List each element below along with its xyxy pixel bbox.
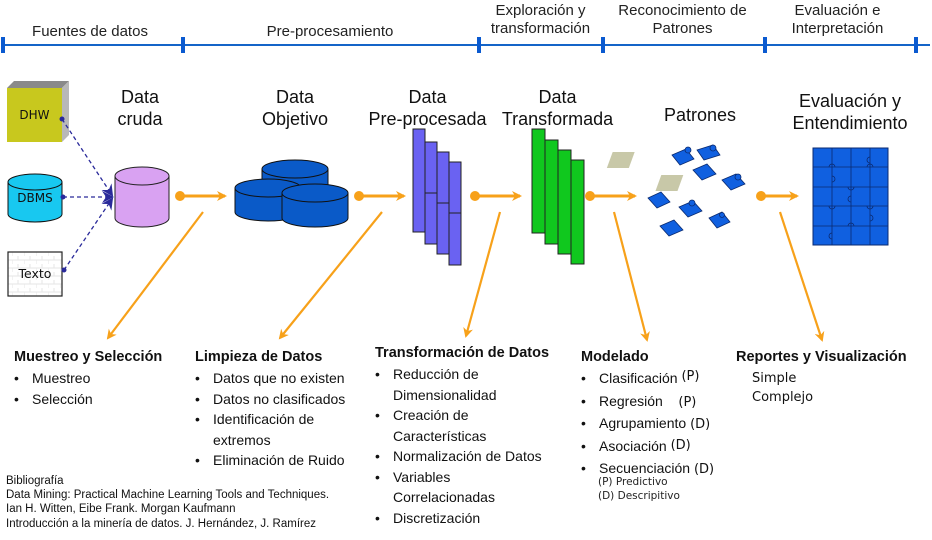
list-item: Regresión (P) bbox=[581, 391, 731, 414]
list-item: Clasificación (P) bbox=[581, 368, 731, 391]
sampling-title: Muestreo y Selección bbox=[14, 349, 163, 365]
transformed-data-stack-icon bbox=[531, 128, 585, 265]
patterns-puzzle-pieces-icon bbox=[606, 144, 746, 237]
modeling-legend: (P) Predictivo (D) Descripitivo bbox=[598, 475, 680, 503]
step-arrow bbox=[278, 211, 383, 340]
stage-title-line: Transformada bbox=[501, 109, 614, 129]
stage-title-patterns: Patrones bbox=[650, 104, 750, 126]
stage-title-transformed: Data Transformada bbox=[500, 86, 615, 130]
list-item: Identificación de extremos bbox=[195, 409, 333, 450]
technique-tag: (D) bbox=[693, 462, 715, 477]
list-item: Secuenciación (D) bbox=[581, 458, 731, 481]
target-data-cylinders-icon bbox=[234, 159, 349, 228]
bibliography-line: Ian H. Witten, Eibe Frank. Morgan Kaufma… bbox=[6, 503, 236, 516]
phase-label: Exploración y transformación bbox=[490, 2, 591, 37]
modeling-title: Modelado bbox=[581, 349, 649, 365]
source-label-dbms: DBMS bbox=[17, 191, 53, 205]
phase-label: Reconocimiento de Patrones bbox=[618, 2, 747, 37]
reports-list: Simple Complejo bbox=[752, 369, 813, 407]
phase-label: Pre-procesamiento bbox=[266, 23, 394, 40]
dbms-cylinder-icon bbox=[7, 173, 63, 223]
list-item: Normalización de Datos bbox=[375, 446, 545, 467]
step-arrow bbox=[463, 211, 502, 338]
bibliography-line: Data Mining: Practical Machine Learning … bbox=[6, 489, 330, 502]
step-arrow bbox=[612, 211, 650, 342]
cleaning-title: Limpieza de Datos bbox=[195, 349, 323, 365]
timeline-tick bbox=[601, 37, 605, 53]
list-item: Muestreo bbox=[14, 368, 93, 389]
list-item: Reducción de Dimensionalidad bbox=[375, 364, 503, 405]
stage-title-line: cruda bbox=[117, 109, 163, 129]
list-item: Variables Correlacionadas bbox=[375, 467, 503, 508]
bibliography: Bibliografía Data Mining: Practical Mach… bbox=[6, 474, 329, 531]
technique-tag: (P) bbox=[681, 369, 700, 384]
legend-item: (D) Descripitivo bbox=[598, 490, 680, 502]
stage-title-preprocessed: Data Pre-procesada bbox=[365, 86, 490, 130]
evaluation-jigsaw-icon bbox=[812, 147, 889, 246]
preprocessed-data-stack-icon bbox=[412, 128, 462, 266]
stage-title-raw: Data cruda bbox=[100, 86, 180, 130]
stage-title-line: Pre-procesada bbox=[368, 109, 487, 129]
stage-title-evaluation: Evaluación y Entendimiento bbox=[780, 90, 920, 134]
technique-label: Asociación bbox=[599, 437, 667, 454]
stage-title-line: Patrones bbox=[663, 105, 737, 125]
bibliography-title: Bibliografía bbox=[6, 475, 64, 487]
source-label-texto: Texto bbox=[18, 266, 52, 281]
list-item: Eliminación de Ruido bbox=[195, 450, 360, 471]
transformation-list: Reducción de Dimensionalidad Creación de… bbox=[375, 364, 545, 528]
timeline-tick bbox=[477, 37, 481, 53]
phase-label: Fuentes de datos bbox=[32, 23, 148, 40]
list-item: Simple bbox=[752, 371, 797, 386]
raw-data-cylinder-icon bbox=[114, 166, 170, 228]
technique-label: Secuenciación bbox=[599, 460, 691, 476]
bibliography-line: Introducción a la minería de datos. J. H… bbox=[6, 517, 317, 530]
timeline-tick bbox=[763, 37, 767, 53]
stage-title-line: Data bbox=[538, 87, 577, 107]
list-item: Creación de Características bbox=[375, 405, 503, 446]
list-item: Datos que no existen bbox=[195, 368, 360, 389]
sampling-list: Muestreo Selección bbox=[14, 368, 93, 409]
source-connectors bbox=[59, 116, 114, 273]
source-label-dhw: DHW bbox=[19, 108, 50, 122]
stage-title-line: Data bbox=[120, 87, 160, 107]
list-item: Agrupamiento (D) bbox=[581, 413, 731, 436]
step-arrow bbox=[778, 211, 825, 342]
list-item: Datos no clasificados bbox=[195, 389, 360, 410]
technique-label: Regresión bbox=[599, 392, 663, 409]
texto-document-icon bbox=[7, 251, 63, 297]
technique-tag: (D) bbox=[670, 437, 691, 453]
technique-tag: (P) bbox=[678, 394, 697, 410]
list-item: Complejo bbox=[752, 390, 814, 405]
stage-title-line: Data bbox=[408, 87, 447, 107]
technique-label: Agrupamiento bbox=[599, 415, 687, 431]
step-arrows bbox=[106, 211, 825, 342]
stage-title-line: Entendimiento bbox=[792, 113, 908, 133]
technique-label: Clasificación bbox=[599, 370, 678, 386]
flow-arrows bbox=[175, 191, 799, 201]
phase-label: Evaluación e Interpretación bbox=[791, 2, 884, 37]
list-item: Discretización bbox=[375, 508, 545, 529]
technique-tag: (D) bbox=[690, 417, 711, 432]
timeline-tick bbox=[914, 37, 918, 53]
timeline-tick bbox=[181, 37, 185, 53]
cleaning-list: Datos que no existen Datos no clasificad… bbox=[195, 368, 360, 471]
modeling-list: Clasificación (P) Regresión (P) Agrupami… bbox=[581, 368, 731, 481]
stage-title-line: Evaluación y bbox=[798, 91, 902, 111]
legend-item: (P) Predictivo bbox=[598, 476, 668, 488]
list-item: Selección bbox=[14, 389, 93, 410]
stage-title-target: Data Objetivo bbox=[240, 86, 350, 130]
step-arrow bbox=[106, 211, 204, 340]
stage-title-line: Objetivo bbox=[261, 109, 329, 129]
list-item: Asociación (D) bbox=[581, 436, 731, 459]
timeline bbox=[1, 37, 930, 53]
reports-title: Reportes y Visualización bbox=[736, 349, 907, 365]
timeline-tick bbox=[1, 37, 5, 53]
transformation-title: Transformación de Datos bbox=[375, 345, 550, 361]
stage-title-line: Data bbox=[275, 87, 315, 107]
